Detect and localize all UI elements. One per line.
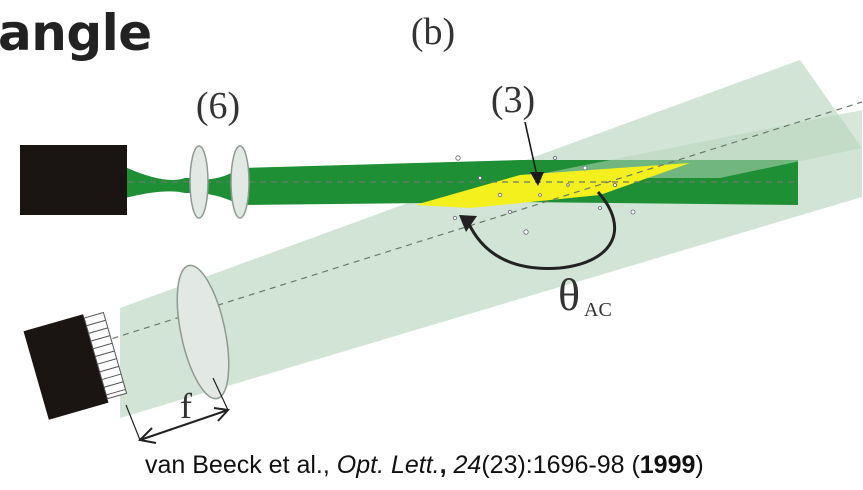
angle-symbol: θ bbox=[558, 269, 580, 320]
angle-subscript: AC bbox=[584, 299, 612, 321]
scattered-light-cone-upper bbox=[520, 110, 862, 178]
volume-pointer-head bbox=[530, 172, 544, 186]
volume-pointer-line bbox=[524, 121, 538, 177]
citation-year: 1999 bbox=[639, 451, 696, 479]
citation-journal: Opt. Lett. bbox=[336, 451, 440, 479]
title-text: angle bbox=[0, 4, 152, 62]
angle-arrow-icon bbox=[466, 191, 617, 270]
lens-group-label: (6) bbox=[196, 85, 240, 127]
citation-volume: 24 bbox=[453, 451, 482, 479]
panel-label: (b) bbox=[411, 11, 455, 53]
citation-close: ) bbox=[695, 451, 704, 479]
particle-cloud bbox=[452, 155, 636, 235]
focal-length-tick-left bbox=[125, 404, 141, 441]
camera-icon bbox=[23, 311, 128, 420]
intersection-region bbox=[415, 163, 690, 208]
lens-icon bbox=[189, 145, 209, 219]
lens-icon-second bbox=[230, 145, 250, 219]
citation: van Beeck et al., Opt. Lett., 24(23):169… bbox=[145, 451, 704, 480]
focal-length-label: f bbox=[180, 386, 192, 426]
angle-arrowhead bbox=[459, 215, 477, 232]
camera-axis bbox=[59, 101, 863, 356]
citation-comma: , bbox=[439, 451, 447, 479]
citation-pages: (23):1696-98 ( bbox=[481, 451, 640, 479]
measurement-volume-label: (3) bbox=[491, 79, 535, 121]
receiving-lens-icon bbox=[176, 264, 230, 400]
focal-length-arrow bbox=[139, 409, 229, 441]
laser-source-icon bbox=[20, 145, 127, 215]
citation-authors: van Beeck et al., bbox=[145, 451, 330, 479]
focal-length-tick-right bbox=[212, 377, 229, 411]
